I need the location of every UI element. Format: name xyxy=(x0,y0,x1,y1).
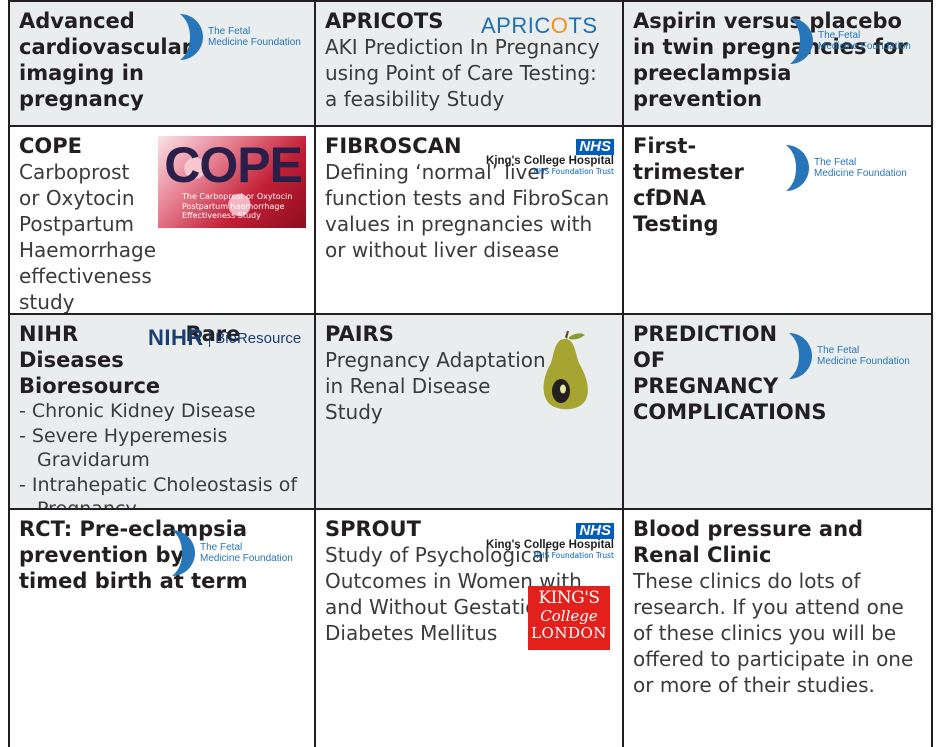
kch-trust: NHS Foundation Trust xyxy=(533,167,614,176)
study-title: COPE xyxy=(19,134,82,158)
study-title: PAIRS xyxy=(325,322,394,346)
fmf-line1: The Fetal xyxy=(814,157,857,168)
apricots-logo-sun: O xyxy=(550,13,569,38)
study-description-text: Pregnancy Adaptation in Renal Disease St… xyxy=(325,348,546,424)
study-title: First-trimester cfDNA Testing xyxy=(633,134,744,236)
study-title: SPROUT xyxy=(325,517,421,541)
study-title: FIBROSCAN xyxy=(325,134,462,158)
fmf-line2: Medicine Foundation xyxy=(817,356,910,367)
kcl-logo: KING'S College LONDON xyxy=(528,586,610,650)
study-title: APRICOTS xyxy=(325,9,444,33)
list-item: Intrahepatic Choleostasis of Pregnancy xyxy=(19,473,306,509)
kcl-logo-line3: LONDON xyxy=(531,624,607,642)
study-title: RCT: Pre-eclampsia prevention by timed b… xyxy=(19,517,248,593)
fmf-crescent-icon xyxy=(789,333,812,379)
study-title: Advanced cardiovascular imaging in pregn… xyxy=(19,9,193,111)
fmf-line2: Medicine Foundation xyxy=(818,41,911,52)
cell-nihr-bioresource: NIHR BioResource NIHR Rare Diseases Bior… xyxy=(8,315,316,510)
study-title: Aspirin versus placebo in twin pregnanci… xyxy=(633,8,925,112)
fmf-crescent-icon xyxy=(180,14,203,60)
study-title: Blood pressure and Renal Clinic xyxy=(633,517,864,567)
pear-icon xyxy=(543,331,588,410)
study-description: Carboprost or Oxytocin Postpartum Haemor… xyxy=(19,159,306,314)
apricots-logo-part-a: APRIC xyxy=(481,13,551,38)
list-item: Severe Hyperemesis Gravidarum xyxy=(19,424,306,473)
fmf-crescent-icon xyxy=(790,18,813,64)
cell-blood-pressure-clinic: Blood pressure and Renal Clinic These cl… xyxy=(624,510,933,747)
study-description: Defining ‘normal’ liver function tests a… xyxy=(325,159,614,263)
study-title: NIHR Rare Diseases Bioresource xyxy=(19,321,289,399)
cope-sub-line: The Carboprost or Oxytocin xyxy=(182,192,293,201)
nhs-badge: NHS xyxy=(576,523,614,539)
study-title: PREDICTION OF PREGNANCY COMPLICATIONS xyxy=(633,322,827,424)
fmf-line1: The Fetal xyxy=(817,345,860,356)
kcl-logo-line2: College xyxy=(540,607,598,625)
fmf-line1: The Fetal xyxy=(818,30,861,41)
pear-logo xyxy=(539,329,591,419)
fmf-crescent-icon xyxy=(172,530,195,576)
apricots-logo-part-c: TS xyxy=(568,13,598,38)
study-description: AKI Prediction In Pregnancy using Point … xyxy=(325,35,600,111)
cope-logo-subtitle: The Carboprost or Oxytocin Postpartum ha… xyxy=(182,192,300,221)
study-description-text: Defining ‘normal’ liver function tests a… xyxy=(325,160,610,262)
study-title-text: NIHR Rare Diseases Bioresource xyxy=(19,322,241,398)
fmf-crescent-icon xyxy=(786,145,809,191)
kch-name: King's College Hospital xyxy=(486,539,614,551)
fmf-line1: The Fetal xyxy=(200,542,243,553)
cell-cope: COPE The Carboprost or Oxytocin Postpart… xyxy=(8,127,316,315)
cope-logo: COPE The Carboprost or Oxytocin Postpart… xyxy=(158,136,306,228)
study-description-text: Carboprost or Oxytocin Postpartum Haemor… xyxy=(19,160,156,314)
fmf-line2: Medicine Foundation xyxy=(814,168,907,179)
study-description: These clinics do lots of research. If yo… xyxy=(633,569,914,697)
cope-logo-word: COPE xyxy=(164,137,303,193)
kch-name: King's College Hospital xyxy=(486,155,614,167)
cope-sub-line: Effectiveness Study xyxy=(182,211,261,220)
kch-trust: NHS Foundation Trust xyxy=(533,551,614,560)
cope-sub-line: Postpartum haemorrhage xyxy=(182,201,285,211)
nihr-logo-word: NIHR xyxy=(148,325,204,350)
kch-logo: NHS King's College Hospital NHS Foundati… xyxy=(486,520,614,560)
fmf-line1: The Fetal xyxy=(208,26,251,37)
condition-list: Chronic Kidney Disease Severe Hyperemesi… xyxy=(19,399,306,509)
nihr-logo-divider xyxy=(208,329,211,347)
list-item: Chronic Kidney Disease xyxy=(19,399,306,424)
cell-fibroscan: NHS King's College Hospital NHS Foundati… xyxy=(316,127,624,315)
cell-apricots: APRICOTS APRICOTS AKI Prediction In Preg… xyxy=(316,0,624,127)
kch-logo: NHS King's College Hospital NHS Foundati… xyxy=(486,136,614,176)
nihr-logo-bioresource: BioResource xyxy=(215,329,302,347)
study-title-text: Aspirin versus placebo in twin pregnanci… xyxy=(633,9,908,111)
cell-sprout: NHS King's College Hospital NHS Foundati… xyxy=(316,510,624,747)
kcl-logo-line1: KING'S xyxy=(538,588,600,608)
nhs-badge: NHS xyxy=(576,139,614,155)
fmf-line2: Medicine Foundation xyxy=(200,553,293,564)
fmf-line2: Medicine Foundation xyxy=(208,37,301,48)
apricots-logo: APRICOTS xyxy=(481,13,598,39)
cell-pairs: PAIRS Pregnancy Adaptation in Renal Dise… xyxy=(316,315,624,510)
nihr-bioresource-logo: NIHR BioResource xyxy=(148,325,301,351)
study-description: Pregnancy Adaptation in Renal Disease St… xyxy=(325,347,614,425)
